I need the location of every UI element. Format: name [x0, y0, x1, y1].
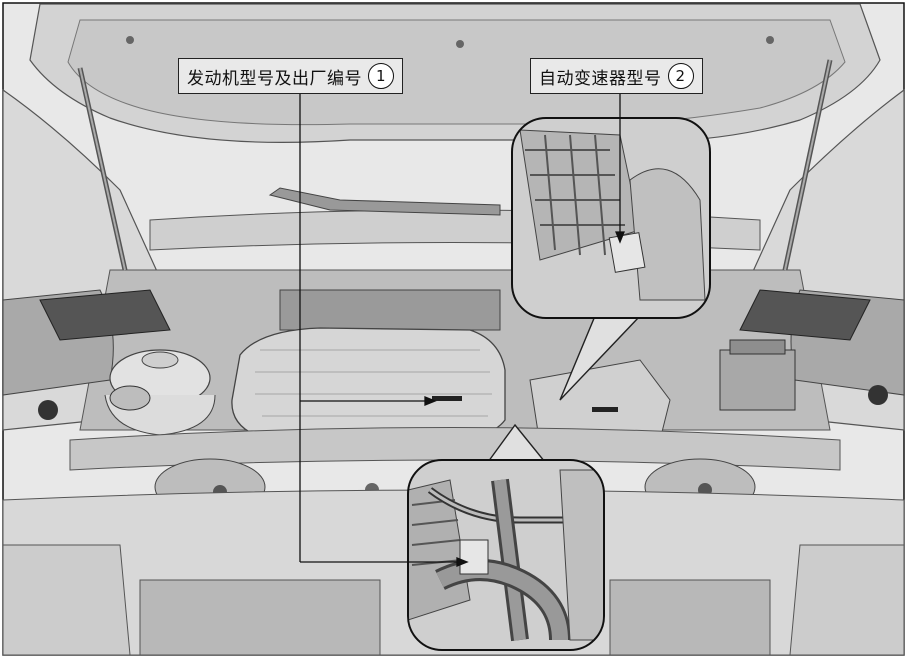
engine-model-label-text: 发动机型号及出厂编号	[187, 64, 362, 89]
transmission-id-plate	[609, 233, 645, 273]
transmission-model-label-text: 自动变速器型号	[539, 64, 662, 89]
engine-serial-plate	[460, 540, 488, 574]
engine-model-label: 发动机型号及出厂编号 1	[178, 58, 403, 94]
transmission-model-label: 自动变速器型号 2	[530, 58, 703, 94]
coolant-reservoir	[105, 350, 215, 435]
engine-id-plate	[432, 396, 462, 401]
battery	[720, 340, 795, 410]
callout-number-2: 2	[668, 63, 694, 89]
callout-number-1: 1	[368, 63, 394, 89]
engine-cover	[232, 328, 505, 442]
